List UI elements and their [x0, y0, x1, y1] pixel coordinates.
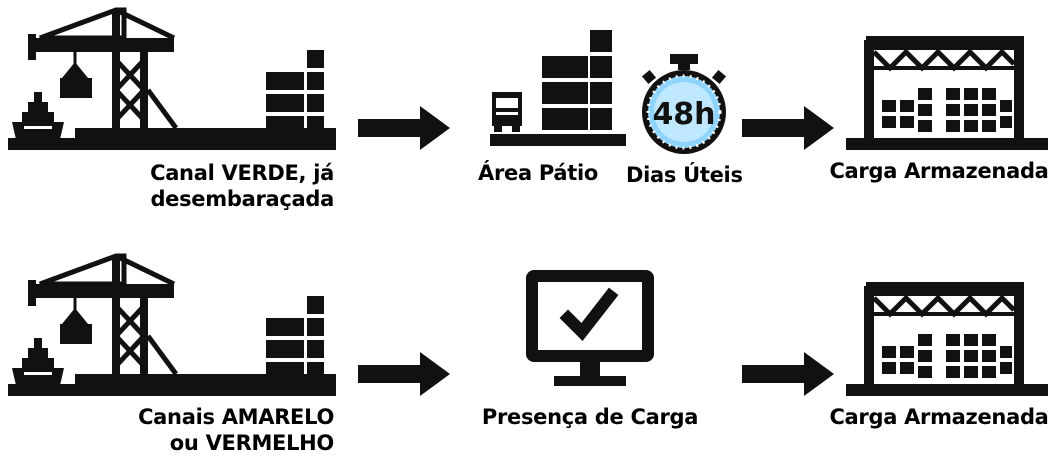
- source-label-line1: Canal VERDE, já: [150, 161, 334, 185]
- port-crane-icon: [8, 10, 336, 150]
- source-label-prefix: Canais: [138, 405, 222, 429]
- container-stack-icon: [542, 30, 612, 130]
- yard-label: Área Pátio: [478, 161, 598, 185]
- truck-icon: [492, 92, 522, 132]
- warehouse-icon: [846, 282, 1048, 396]
- arrow-right-icon: [742, 352, 834, 396]
- port-crane-icon: [8, 256, 336, 396]
- timer-label: Dias Úteis: [626, 163, 743, 187]
- source-label-yellow-red: Canais AMARELO ou VERMELHO: [138, 404, 334, 456]
- source-label-line2: desembaraçada: [150, 187, 334, 211]
- timer-text: 48h: [652, 97, 715, 132]
- presence-label: Presença de Carga: [481, 405, 699, 429]
- stopwatch-icon: 48h: [641, 54, 727, 154]
- source-label-green: Canal VERDE, já desembaraçada: [150, 160, 334, 212]
- source-label-highlight: AMARELO: [221, 405, 334, 429]
- arrow-right-icon: [742, 106, 834, 150]
- source-label-line2: ou VERMELHO: [169, 431, 335, 455]
- destination-label: Carga Armazenada: [829, 159, 1049, 183]
- monitor-check-icon: [526, 270, 654, 386]
- source-label-line1: Canais AMARELO: [138, 404, 334, 430]
- warehouse-icon: [846, 36, 1048, 150]
- yard-area-icon: [490, 30, 626, 146]
- arrow-right-icon: [358, 106, 450, 150]
- arrow-right-icon: [358, 352, 450, 396]
- destination-label: Carga Armazenada: [829, 405, 1049, 429]
